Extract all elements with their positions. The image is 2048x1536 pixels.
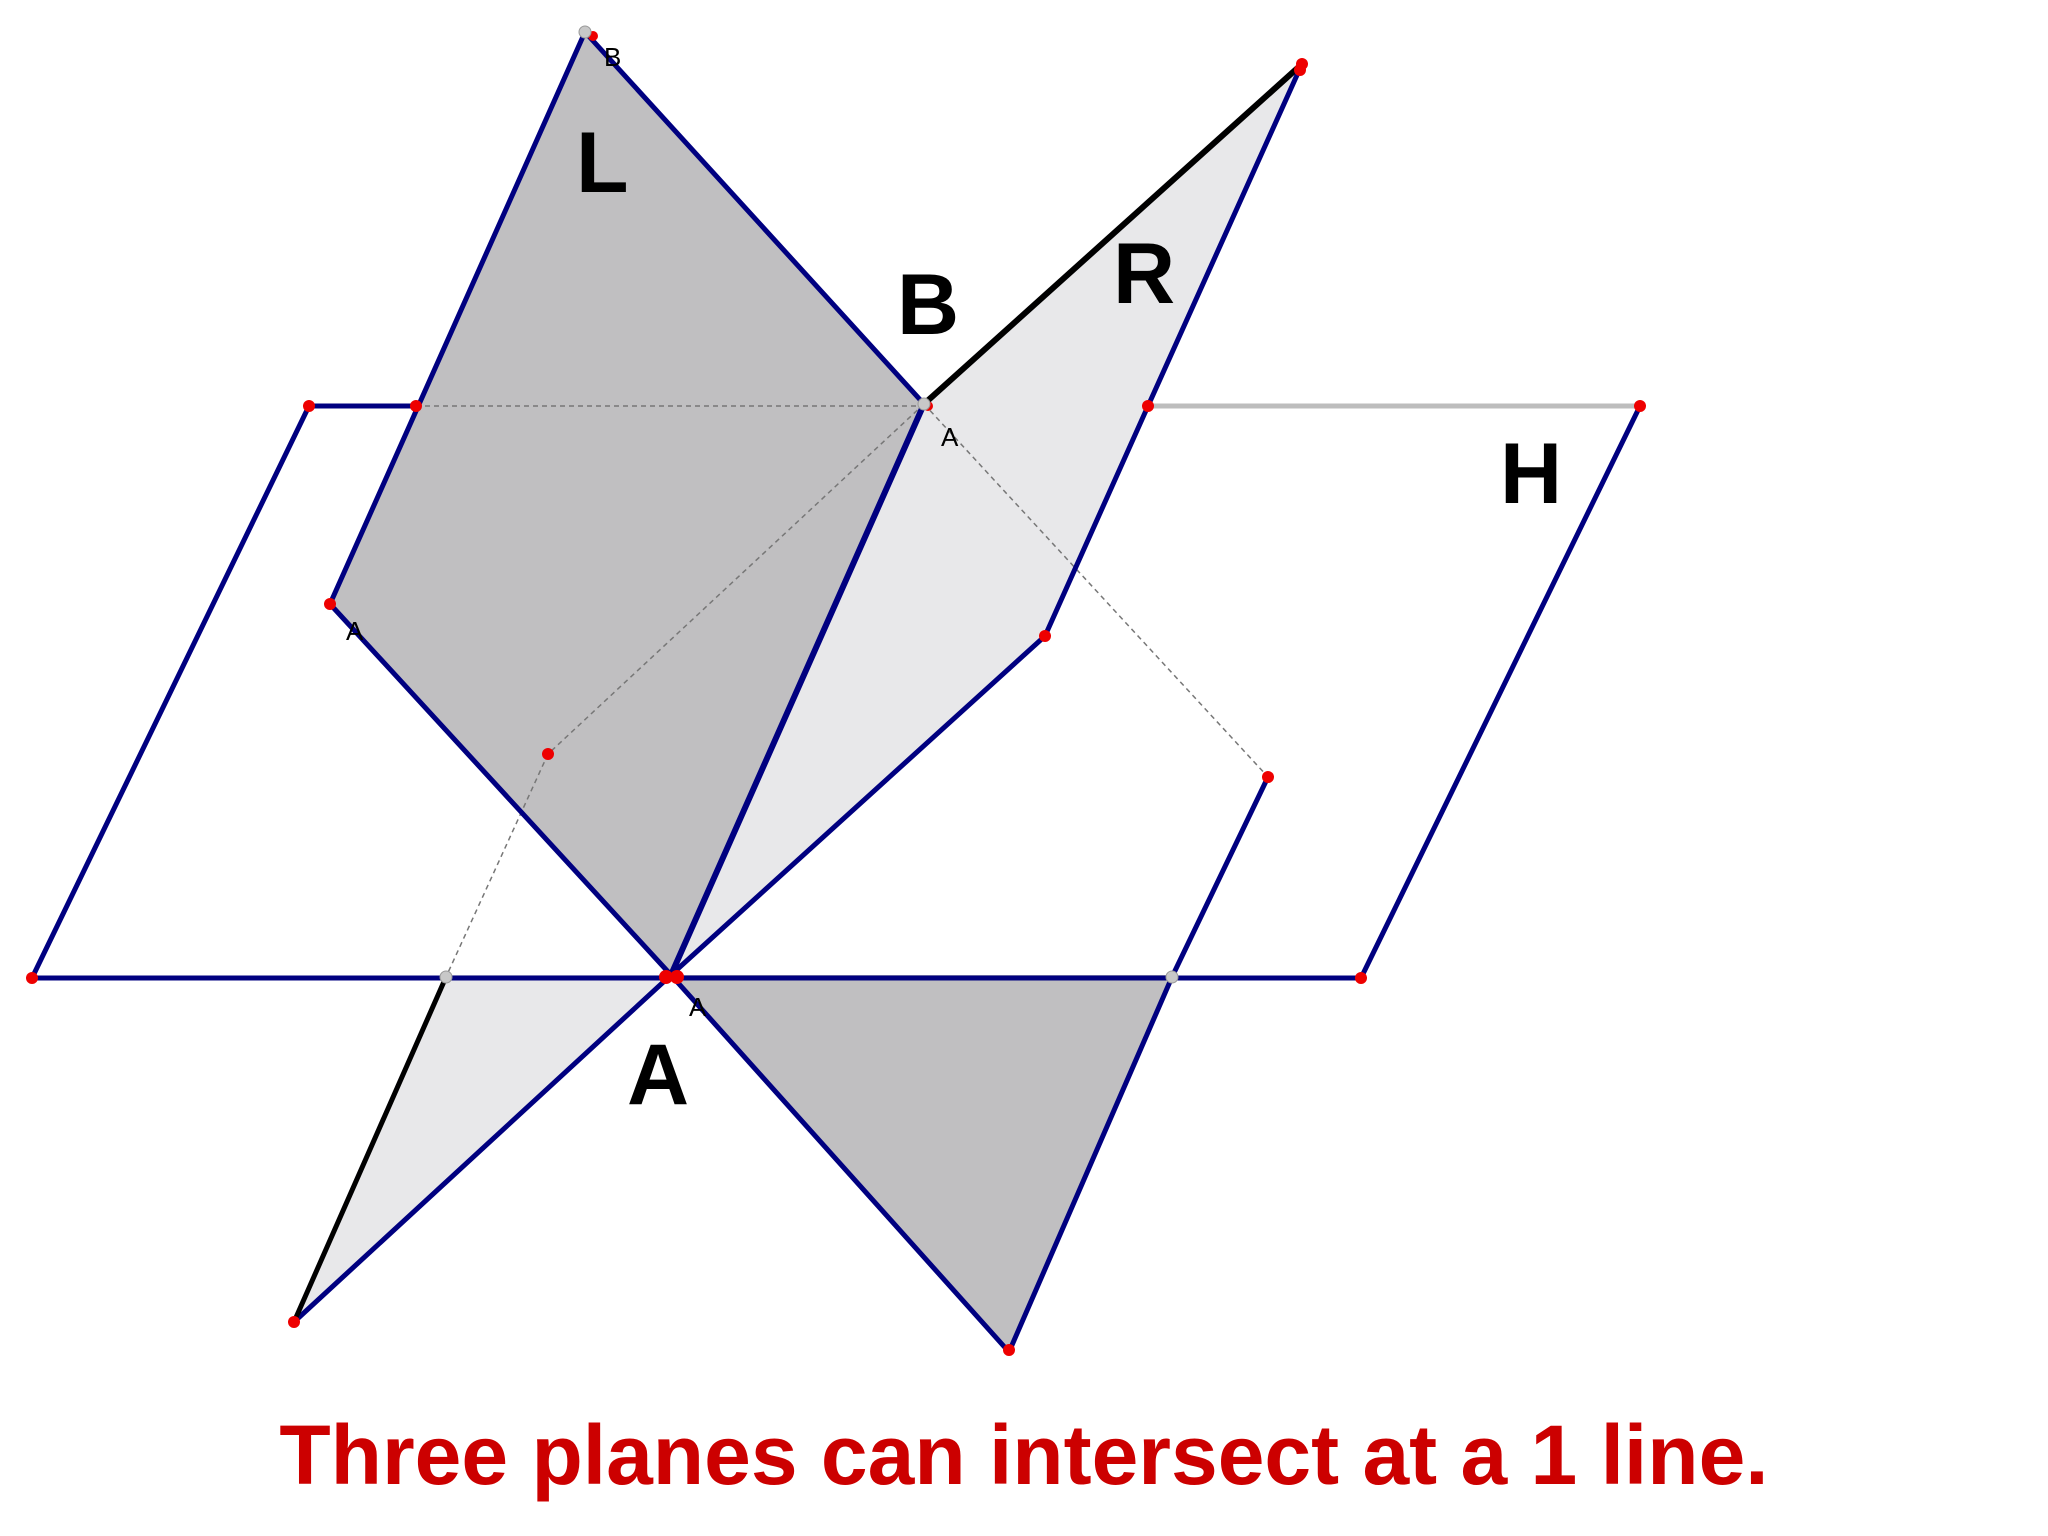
plane-l-edges <box>327 29 1175 1355</box>
grey-points <box>439 25 1179 984</box>
hidden-edges <box>416 403 1269 978</box>
left-a-small-label: A <box>346 616 364 646</box>
plane-h-edges <box>29 403 1643 981</box>
vertex-b-small-label: B <box>604 42 621 72</box>
caption: Three planes can intersect at a 1 line. <box>279 1408 1768 1502</box>
plane-r-edges <box>291 61 1305 1325</box>
plane-l-label: L <box>576 115 629 211</box>
point-b-label: B <box>897 257 959 353</box>
point-a-label: A <box>627 1027 689 1123</box>
plane-r-label: R <box>1113 226 1175 322</box>
plane-l-lower <box>671 975 1172 1352</box>
intersection-line-ab <box>668 401 927 978</box>
red-points <box>26 31 1646 1356</box>
plane-h-label: H <box>1500 426 1562 522</box>
plane-r-upper <box>671 64 1300 973</box>
bottom-a-small-label: A <box>689 992 707 1022</box>
top-a-small-label: A <box>941 422 959 452</box>
